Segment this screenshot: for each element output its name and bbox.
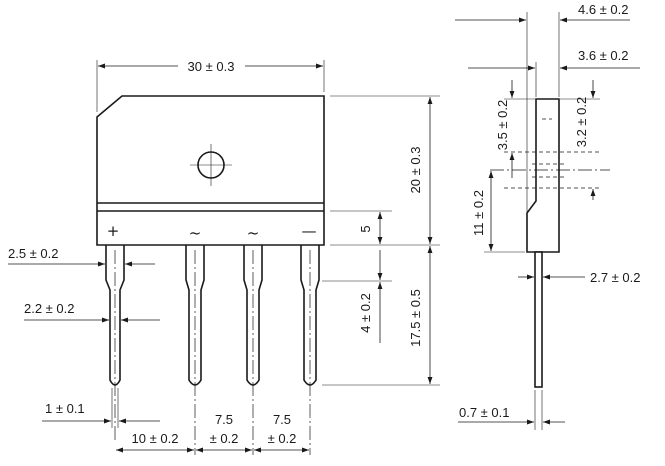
dim-pitch-1: 10 ± 0.2 — [116, 431, 194, 453]
mounting-hole — [190, 144, 232, 186]
dim-step-height: 11 ± 0.2 — [471, 171, 525, 253]
svg-text:10 ± 0.2: 10 ± 0.2 — [132, 431, 179, 446]
lead-1 — [105, 245, 125, 440]
svg-text:2.2 ± 0.2: 2.2 ± 0.2 — [24, 301, 75, 316]
svg-text:5: 5 — [358, 225, 373, 232]
side-view: 4.6 ± 0.2 3.6 ± 0.2 3.5 ± 0.2 3.2 ± 0.2 — [455, 2, 641, 430]
side-hole-hidden — [490, 118, 610, 189]
svg-text:± 0.2: ± 0.2 — [268, 431, 297, 446]
dim-lead-width-upper: 2.5 ± 0.2 — [8, 246, 155, 267]
dim-width: 30 ± 0.3 — [96, 59, 325, 112]
svg-text:7.5: 7.5 — [273, 412, 291, 427]
dim-total-thickness: 4.6 ± 0.2 — [455, 2, 630, 250]
pin-symbol-ac1: ~ — [189, 224, 202, 242]
svg-text:3.5 ± 0.2: 3.5 ± 0.2 — [495, 100, 510, 151]
side-body-outline — [526, 98, 560, 253]
dim-lead-tip: 1 ± 0.1 — [42, 388, 160, 428]
dim-hole-offset-left: 3.5 ± 0.2 — [495, 80, 535, 178]
svg-text:± 0.2: ± 0.2 — [210, 431, 239, 446]
dim-pitch-3: 7.5 ± 0.2 — [254, 412, 309, 453]
dim-lead-width-lower: 2.2 ± 0.2 — [24, 301, 160, 323]
pin-symbol-plus: + — [107, 222, 120, 240]
dim-lead-bend: 4 ± 0.2 — [322, 250, 392, 343]
lead-3 — [243, 245, 263, 455]
lead-4 — [300, 245, 320, 455]
side-lead — [534, 251, 543, 388]
dim-hole-offset-right: 3.2 ± 0.2 — [560, 80, 600, 200]
svg-text:7.5: 7.5 — [215, 412, 233, 427]
bridge-body-outline — [96, 95, 325, 246]
svg-text:11 ± 0.2: 11 ± 0.2 — [471, 190, 486, 236]
dim-band-height: 5 — [330, 210, 392, 244]
svg-text:30 ± 0.3: 30 ± 0.3 — [188, 59, 235, 74]
dim-pitch-2: 7.5 ± 0.2 — [196, 412, 252, 453]
pin-symbol-minus: — — [302, 222, 317, 240]
dim-lead-thickness: 0.7 ± 0.1 — [458, 390, 565, 430]
front-view: + ~ ~ — 30 ± 0.3 — [8, 59, 440, 455]
pin-symbol-ac2: ~ — [247, 224, 260, 242]
svg-text:4.6 ± 0.2: 4.6 ± 0.2 — [578, 2, 629, 17]
svg-text:4 ± 0.2: 4 ± 0.2 — [358, 293, 373, 333]
svg-text:17.5 ± 0.5: 17.5 ± 0.5 — [408, 289, 423, 347]
svg-text:0.7 ± 0.1: 0.7 ± 0.1 — [459, 405, 510, 420]
dim-body-thickness: 3.6 ± 0.2 — [468, 48, 640, 97]
svg-text:1 ± 0.1: 1 ± 0.1 — [45, 401, 85, 416]
svg-text:3.6 ± 0.2: 3.6 ± 0.2 — [578, 48, 629, 63]
svg-text:3.2 ± 0.2: 3.2 ± 0.2 — [574, 97, 589, 148]
dim-lead-length: 17.5 ± 0.5 — [322, 246, 440, 386]
svg-text:2.7 ± 0.2: 2.7 ± 0.2 — [590, 270, 641, 285]
svg-text:2.5 ± 0.2: 2.5 ± 0.2 — [8, 246, 59, 261]
lead-2 — [185, 245, 205, 455]
dim-lead-offset: 2.7 ± 0.2 — [518, 270, 641, 285]
dim-body-height: 20 ± 0.3 — [330, 95, 440, 246]
svg-text:20 ± 0.3: 20 ± 0.3 — [408, 147, 423, 194]
